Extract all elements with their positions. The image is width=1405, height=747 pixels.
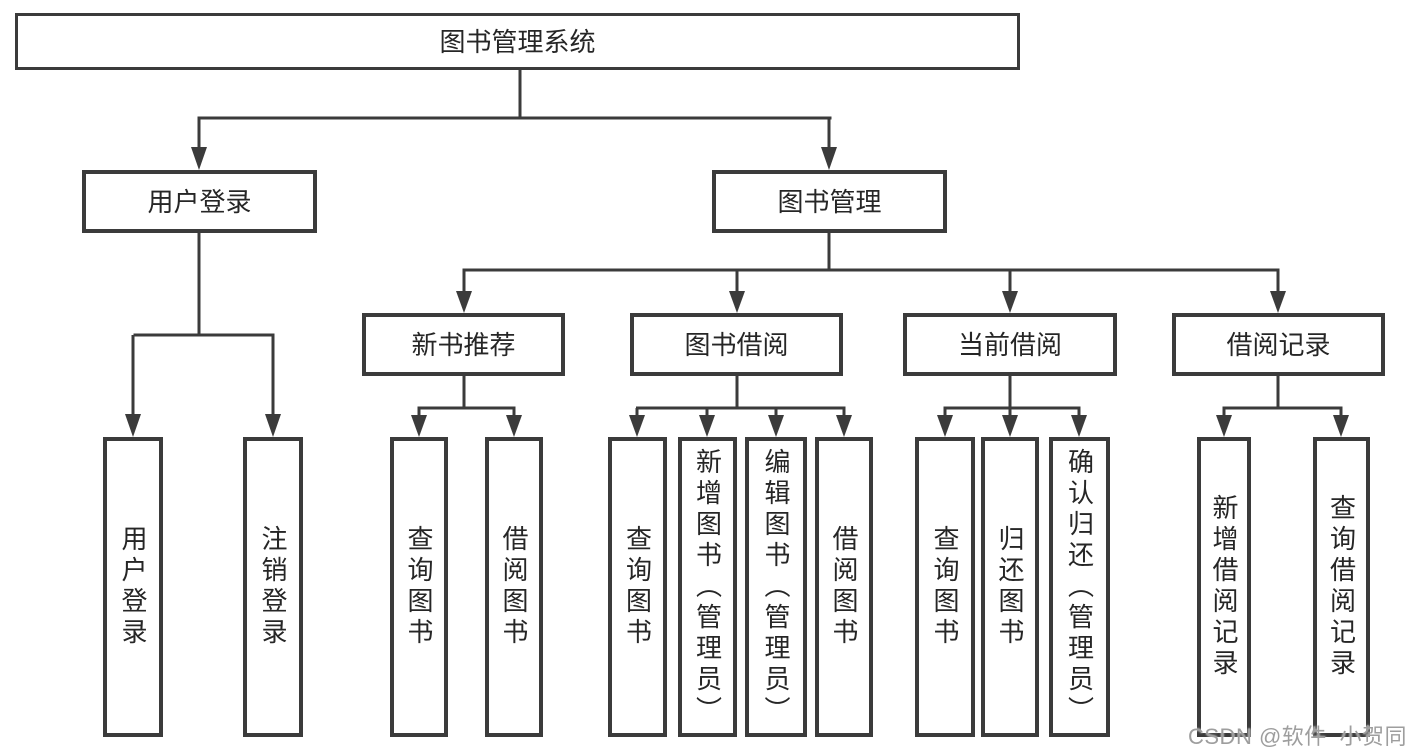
watermark: CSDN @软件_小贺同学 xyxy=(1188,724,1405,747)
node-library-management-system: 图书管理系统 xyxy=(15,13,1020,70)
arrowhead-bb-add xyxy=(699,415,715,437)
leaf-current-confirm-return-admin: 确认归还（管理员） xyxy=(1049,437,1110,737)
leaf-borrowing-add-books-admin: 新增图书（管理员） xyxy=(678,437,737,737)
leaf-borrowing-edit-books-admin: 编辑图书（管理员） xyxy=(745,437,807,737)
leaf-borrowing-query-books: 查询图书 xyxy=(608,437,667,737)
arrowhead-leaf-user-login xyxy=(125,414,141,437)
arrowhead-cb-query xyxy=(937,415,953,437)
arrowhead-leaf-logout xyxy=(265,414,281,437)
arrowhead-bb-edit xyxy=(768,415,784,437)
arrowhead-nb-borrow xyxy=(506,415,522,437)
arrowhead-bb-query xyxy=(629,415,645,437)
node-book-borrowing: 图书借阅 xyxy=(630,313,843,376)
arrowhead-current-borrow xyxy=(1002,291,1018,313)
arrowhead-cb-confirm xyxy=(1071,415,1087,437)
leaf-borrowing-borrow-books: 借阅图书 xyxy=(815,437,873,737)
node-current-borrowing: 当前借阅 xyxy=(903,313,1117,376)
arrowhead-br-add xyxy=(1216,415,1232,437)
arrowhead-new-book xyxy=(456,291,472,313)
arrowhead-book-management xyxy=(821,147,837,170)
leaf-newbook-borrow-books: 借阅图书 xyxy=(485,437,543,737)
node-book-management: 图书管理 xyxy=(712,170,947,233)
arrowhead-user-login xyxy=(191,147,207,170)
node-borrowing-records: 借阅记录 xyxy=(1172,313,1385,376)
leaf-current-query-books: 查询图书 xyxy=(915,437,975,737)
node-user-login: 用户登录 xyxy=(82,170,317,233)
node-new-book-recommendation: 新书推荐 xyxy=(362,313,565,376)
arrowhead-br-query xyxy=(1333,415,1349,437)
leaf-user-login: 用户登录 xyxy=(103,437,163,737)
leaf-newbook-query-books: 查询图书 xyxy=(390,437,448,737)
leaf-current-return-books: 归还图书 xyxy=(981,437,1039,737)
leaf-records-query-borrow-record: 查询借阅记录 xyxy=(1313,437,1370,737)
arrowhead-bb-borrow xyxy=(836,415,852,437)
arrowhead-borrow-records xyxy=(1270,291,1286,313)
arrowhead-nb-query xyxy=(411,415,427,437)
arrowhead-book-borrow xyxy=(729,291,745,313)
leaf-records-add-borrow-record: 新增借阅记录 xyxy=(1197,437,1251,737)
leaf-logout: 注销登录 xyxy=(243,437,303,737)
arrowhead-cb-return xyxy=(1002,415,1018,437)
